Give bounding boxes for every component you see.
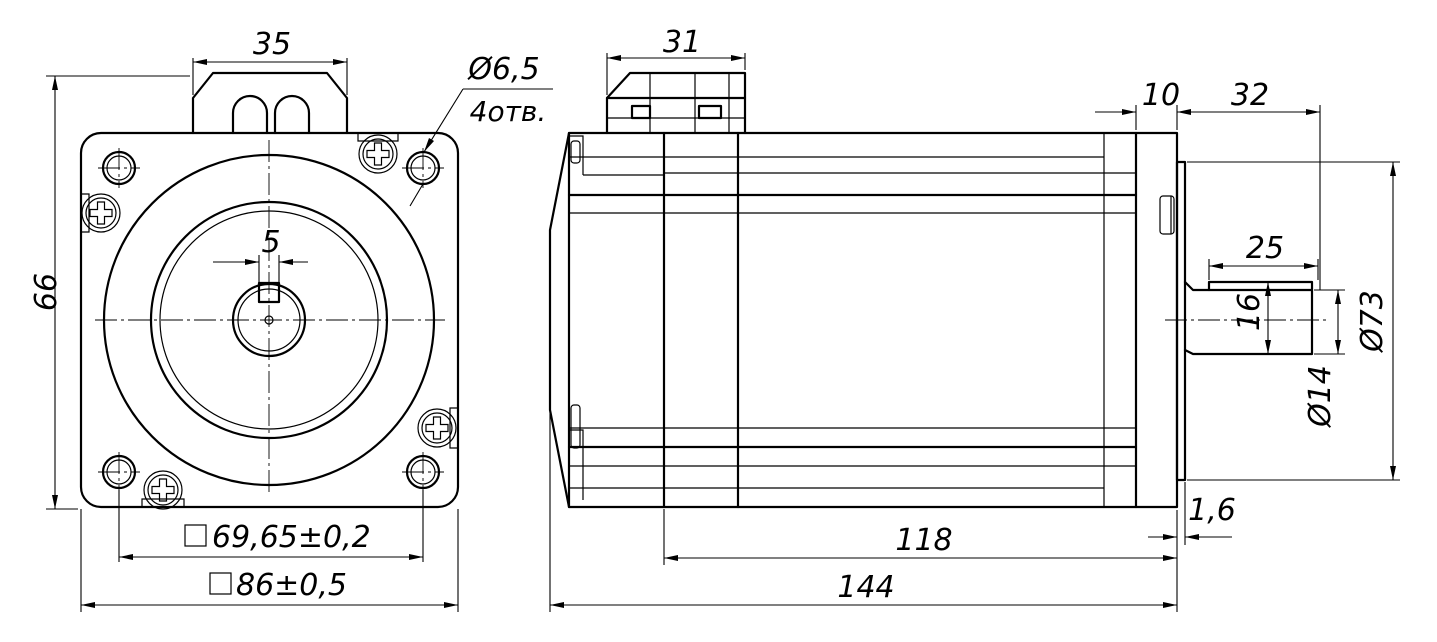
side-connector [605, 71, 747, 135]
motor-body [567, 131, 1179, 509]
dim-front-connector: 35 [192, 27, 348, 95]
dim-body-length: 118 [663, 509, 1178, 565]
dim-total-length: 144 [549, 412, 1178, 612]
dim-label-hole-spacing: 69,65±0,2 [212, 520, 371, 555]
dim-label-99: 99 [26, 273, 61, 311]
dim-flange-thickness: 10 [1095, 78, 1191, 130]
dim-pilot-diameter: Ø73 [1187, 161, 1400, 481]
dim-label-5: 5 [261, 225, 280, 260]
dim-shaft-diameter: Ø14 [1303, 289, 1345, 429]
dim-label-35: 35 [253, 27, 291, 62]
dim-flange-size: 86±0,5 [80, 509, 459, 612]
dim-label-10: 10 [1142, 78, 1180, 113]
dim-label-144: 144 [837, 570, 894, 605]
dim-label-hole-diameter: Ø6,5 [466, 52, 539, 87]
shaft [1183, 280, 1314, 356]
dim-key-width: 5 [213, 225, 308, 283]
dim-side-connector: 31 [606, 25, 746, 95]
dim-label-hole-count: 4отв. [470, 95, 547, 128]
dim-label-118: 118 [895, 523, 952, 558]
dim-shaft-length: 32 [1177, 78, 1321, 290]
front-connector [191, 71, 349, 135]
rear-cap [548, 131, 571, 509]
front-flange [79, 131, 460, 509]
pilot [1175, 160, 1187, 482]
dim-hole-callout: Ø6,5 4отв. [409, 52, 553, 207]
dim-key-length: 25 [1208, 231, 1319, 280]
dim-label-flange-size: 86±0,5 [236, 568, 347, 603]
dim-front-height: 99 [26, 75, 190, 510]
dim-hole-spacing: 69,65±0,2 [118, 490, 424, 562]
dim-key-depth: 16 [1232, 282, 1271, 354]
dim-label-1-6: 1,6 [1188, 493, 1236, 528]
front-view: 35 99 5 Ø6,5 4отв. [26, 27, 553, 612]
dim-label-25: 25 [1246, 231, 1284, 266]
dim-pilot-height: 1,6 [1148, 482, 1236, 545]
side-view: 31 10 32 25 [548, 25, 1400, 612]
dim-label-shaft-diameter: Ø14 [1303, 365, 1338, 429]
dim-label-31: 31 [663, 25, 701, 60]
dim-label-32: 32 [1231, 78, 1269, 113]
dim-label-16: 16 [1232, 293, 1267, 331]
dim-label-pilot-diameter: Ø73 [1355, 290, 1390, 354]
shaft-keyway [1207, 280, 1314, 292]
